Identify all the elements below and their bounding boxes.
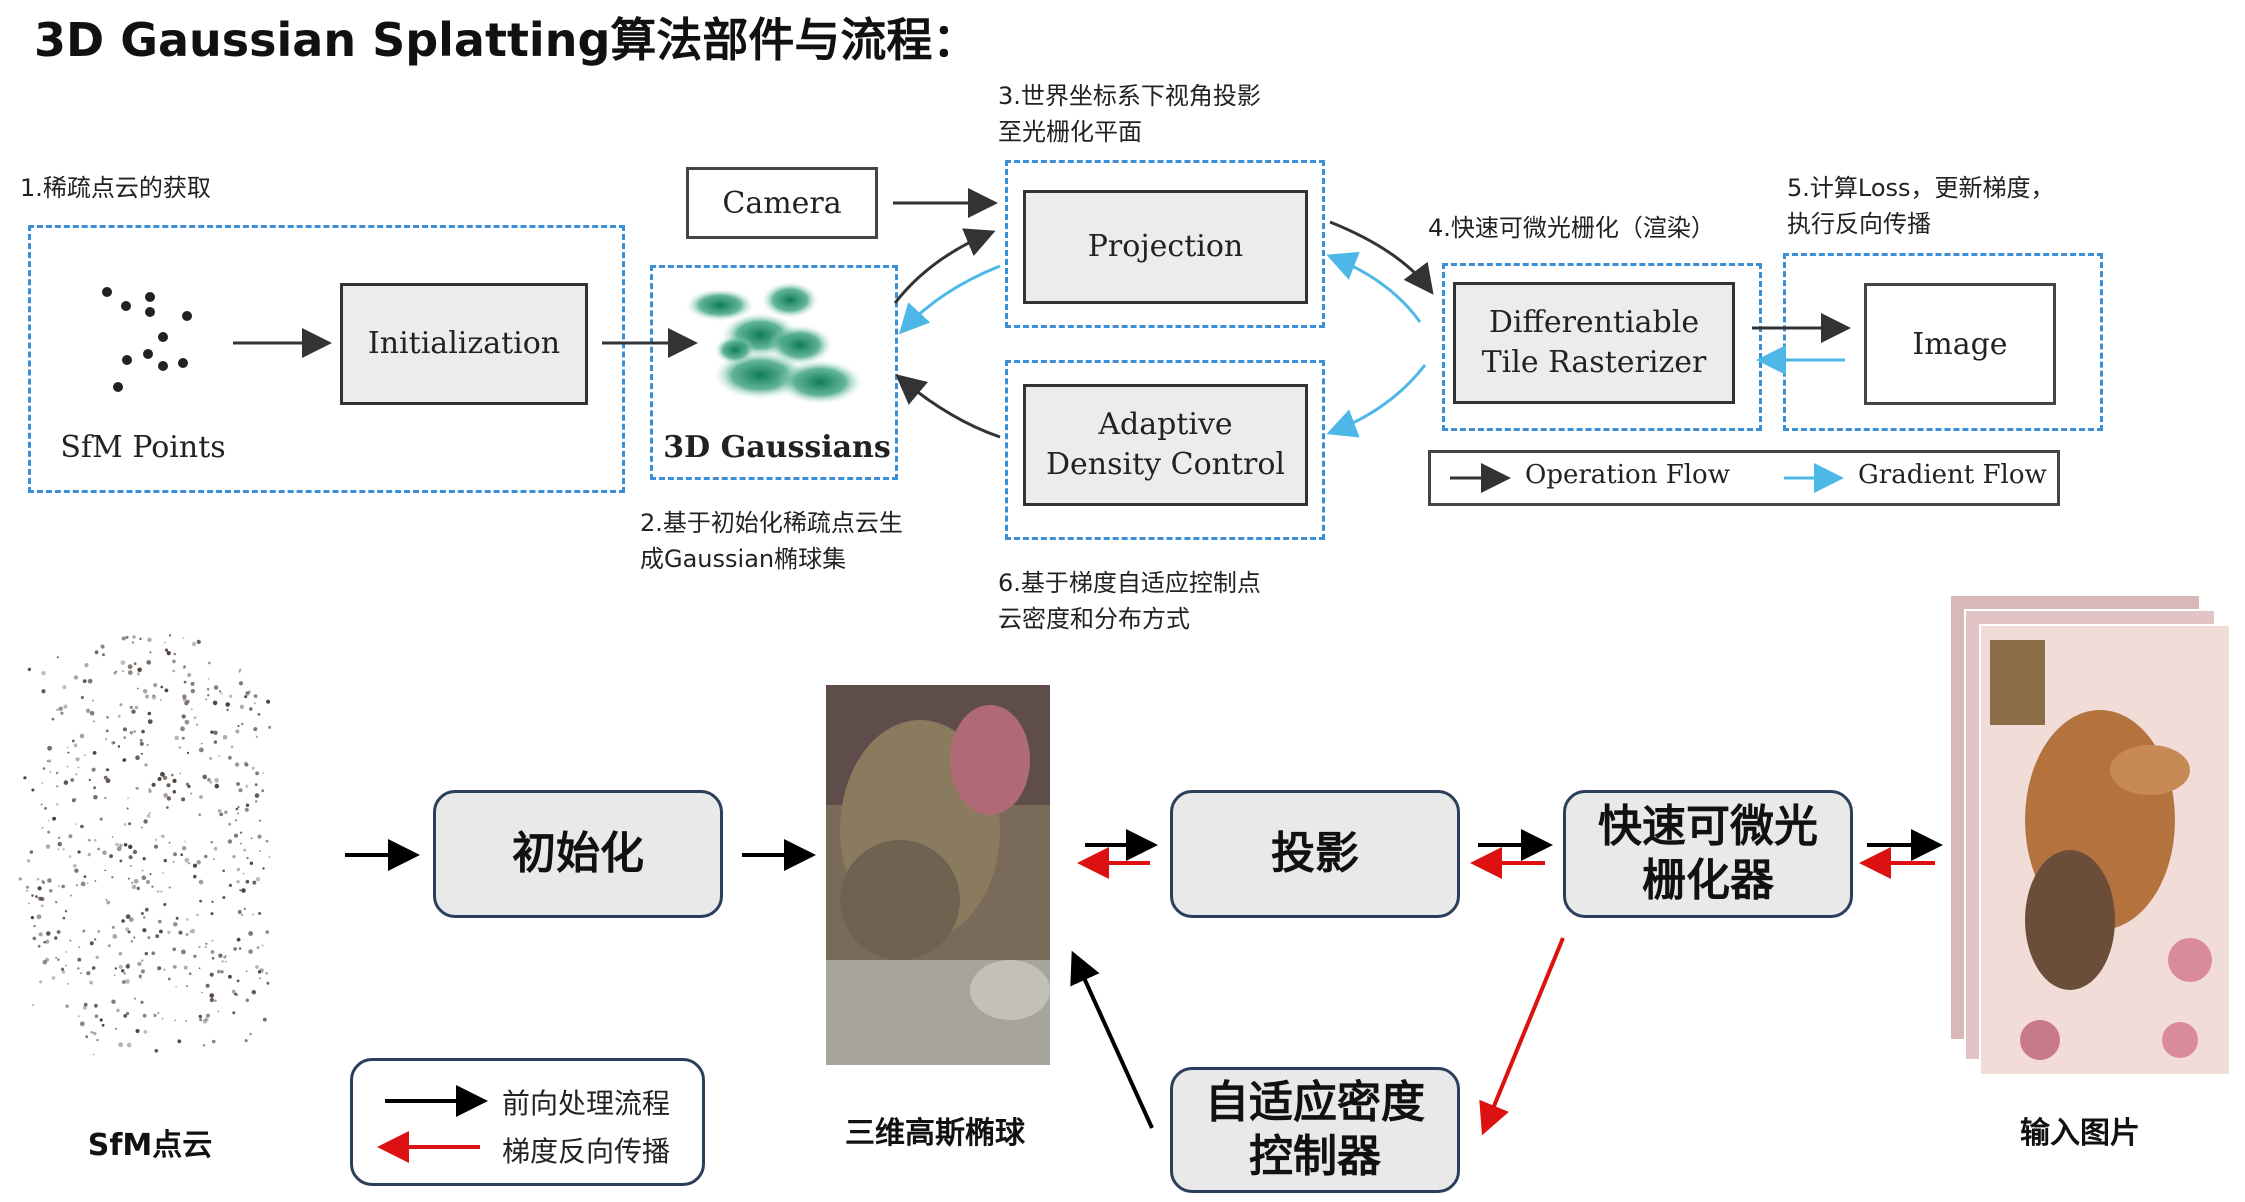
rasterizer-box-cn: 快速可微光 栅化器	[1563, 790, 1853, 918]
sfm-points-icon	[102, 287, 192, 392]
image-stage-frame	[1783, 253, 2103, 431]
legend-forward: 前向处理流程	[502, 1087, 671, 1120]
sfm-caption: SfM点云	[87, 1128, 213, 1163]
top-legend	[1428, 450, 2060, 506]
projection-box: Projection	[1023, 190, 1308, 304]
tile-rasterizer-box: Differentiable Tile Rasterizer	[1453, 282, 1735, 404]
input-images-stack	[1949, 594, 2231, 1076]
input-image-caption: 输入图片	[2020, 1116, 2140, 1151]
step5-note: 5.计算Loss，更新梯度， 执行反向传播	[1787, 174, 2055, 238]
gaussian-render-image	[826, 685, 1050, 1065]
gaussians-label: 3D Gaussians	[663, 430, 891, 465]
step4-note: 4.快速可微光栅化（渲染）	[1428, 214, 1715, 242]
legend-backward: 梯度反向传播	[502, 1135, 671, 1168]
step3-note: 3.世界坐标系下视角投影 至光栅化平面	[998, 82, 1261, 146]
legend-gradient-flow: Gradient Flow	[1858, 460, 2047, 490]
image-box: Image	[1864, 283, 2056, 405]
legend-operation-flow: Operation Flow	[1525, 460, 1730, 490]
projection-box-cn: 投影	[1170, 790, 1460, 918]
step6-note: 6.基于梯度自适应控制点 云密度和分布方式	[998, 569, 1261, 633]
projection-stage-frame	[1005, 160, 1325, 328]
sfm-points-label: SfM Points	[60, 430, 226, 465]
bottom-legend	[350, 1058, 705, 1186]
gaussians-stage-frame	[650, 265, 898, 480]
camera-box: Camera	[686, 167, 878, 239]
gaussian-caption: 三维高斯椭球	[845, 1116, 1025, 1151]
initialization-box: Initialization	[340, 283, 588, 405]
sfm-stage-frame	[28, 225, 625, 493]
gaussians-blob-icon	[686, 282, 862, 404]
step2-note: 2.基于初始化稀疏点云生 成Gaussian椭球集	[640, 509, 903, 573]
init-box-cn: 初始化	[433, 790, 723, 918]
adaptive-density-control-box: Adaptive Density Control	[1023, 384, 1308, 506]
page-title: 3D Gaussian Splatting算法部件与流程：	[34, 13, 979, 67]
sfm-point-cloud-image	[18, 634, 272, 1056]
step1-note: 1.稀疏点云的获取	[20, 174, 211, 202]
adc-stage-frame	[1005, 360, 1325, 540]
adc-box-cn: 自适应密度 控制器	[1170, 1067, 1460, 1193]
